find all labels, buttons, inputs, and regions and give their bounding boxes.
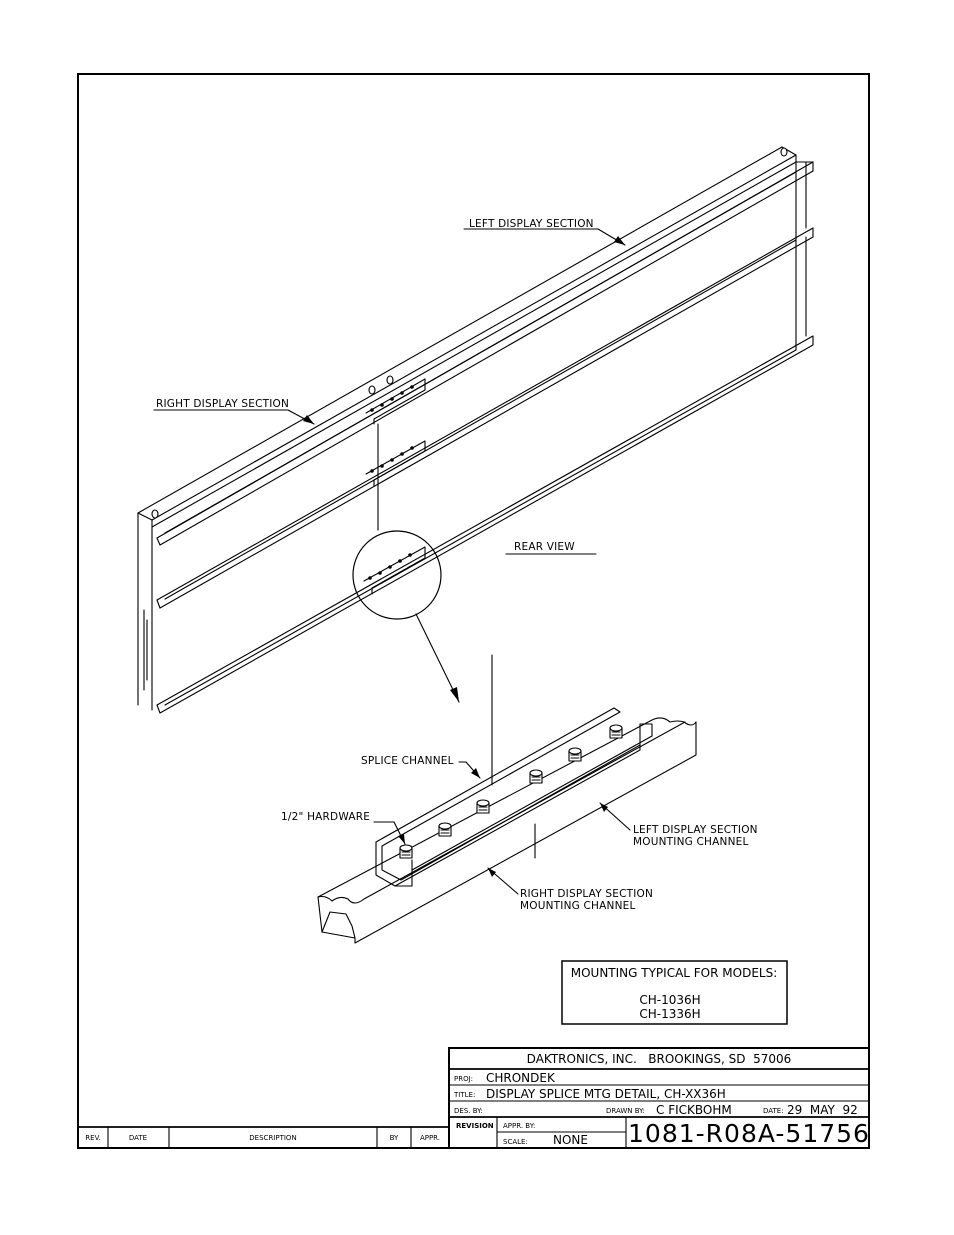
drawing-title: DISPLAY SPLICE MTG DETAIL, CH-XX36H <box>486 1087 726 1101</box>
scale-value: NONE <box>553 1133 588 1147</box>
splice-channel-bottom <box>363 546 426 595</box>
drawing-border <box>77 73 870 1149</box>
revision-table: REV. DATE DESCRIPTION BY APPR. <box>78 1126 449 1149</box>
bolt-1 <box>399 844 413 859</box>
bolt-4 <box>529 769 543 784</box>
date-column-header: DATE <box>129 1134 147 1142</box>
label-rear-view: REAR VIEW <box>514 541 575 553</box>
detail-callout-circle <box>352 530 442 620</box>
title-block: DAKTRONICS, INC. BROOKINGS, SD 57006 PRO… <box>448 1047 870 1149</box>
title-label: TITLE: <box>453 1091 475 1099</box>
appr-column-header: APPR. <box>420 1134 440 1142</box>
rear-view-assembly <box>137 146 814 714</box>
splice-channel-top <box>365 378 426 425</box>
bolt-5 <box>568 747 582 762</box>
company-name: DAKTRONICS, INC. BROOKINGS, SD 57006 <box>527 1052 792 1066</box>
splice-channel-middle <box>365 440 426 487</box>
label-left-display-section: LEFT DISPLAY SECTION <box>469 218 594 230</box>
mounting-hole <box>780 147 788 157</box>
label-left-mounting-line2: MOUNTING CHANNEL <box>633 836 749 848</box>
drawing-date: 29 MAY 92 <box>787 1103 858 1117</box>
bolt-6 <box>609 724 623 739</box>
label-right-mounting-line2: MOUNTING CHANNEL <box>520 900 636 912</box>
bolt-3 <box>476 799 490 814</box>
rear-view-leaders <box>153 228 626 555</box>
label-right-mounting-line1: RIGHT DISPLAY SECTION <box>520 888 653 900</box>
date-label: DATE: <box>763 1107 784 1115</box>
description-column-header: DESCRIPTION <box>249 1134 296 1142</box>
label-hardware: 1/2" HARDWARE <box>281 811 370 823</box>
mounting-hole <box>368 385 376 395</box>
drawn-by-label: DRAWN BY: <box>606 1107 645 1115</box>
model-item: CH-1336H <box>639 1007 700 1021</box>
drawing-number: 1081-R08A-51756 <box>628 1119 870 1148</box>
revision-label: REVISION <box>456 1122 494 1130</box>
label-left-mounting-line1: LEFT DISPLAY SECTION <box>633 824 758 836</box>
detail-leaders <box>373 761 631 895</box>
appr-by-label: APPR. BY: <box>503 1122 535 1130</box>
drawn-by-name: C FICKBOHM <box>656 1103 732 1117</box>
model-item: CH-1036H <box>639 993 700 1007</box>
label-splice-channel: SPLICE CHANNEL <box>361 755 454 767</box>
models-box: MOUNTING TYPICAL FOR MODELS: CH-1036H CH… <box>561 960 788 1025</box>
by-column-header: BY <box>390 1134 399 1142</box>
project-name: CHRONDEK <box>486 1071 556 1085</box>
des-by-label: DES. BY: <box>454 1107 483 1115</box>
models-heading: MOUNTING TYPICAL FOR MODELS: <box>571 966 778 980</box>
mounting-hole <box>151 509 159 519</box>
bolt-2 <box>438 822 452 837</box>
label-right-display-section: RIGHT DISPLAY SECTION <box>156 398 289 410</box>
proj-label: PROJ: <box>454 1075 473 1083</box>
rev-column-header: REV. <box>85 1134 100 1142</box>
splice-detail <box>317 654 697 944</box>
mounting-hole <box>386 375 394 385</box>
scale-label: SCALE: <box>503 1138 528 1146</box>
